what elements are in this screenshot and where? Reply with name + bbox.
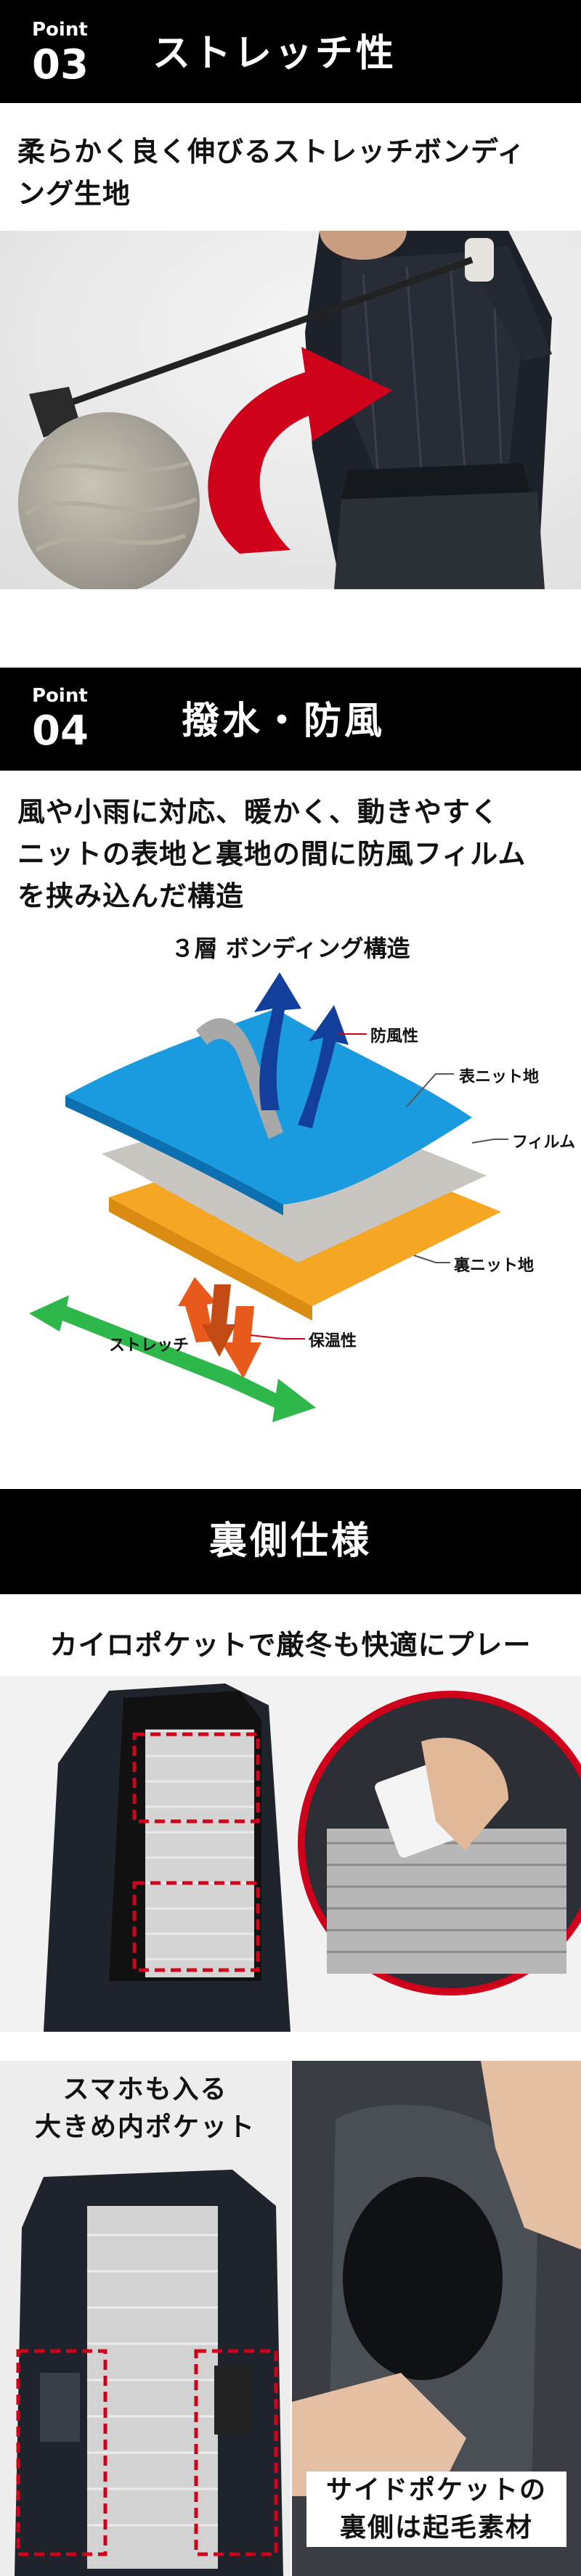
side-pocket-caption: サイドポケットの 裏側は起毛素材 [306, 2472, 566, 2547]
section04-desc-line3: を挟み込んだ構造 [17, 880, 245, 912]
golf-swing-illustration [0, 231, 581, 589]
jacket-inside-illustration [44, 1683, 581, 2032]
label-inner-knit: 裏ニット地 [454, 1257, 535, 1275]
jacket-inside-photo [0, 1676, 581, 2032]
point04-header: Point 04 撥水・防風 [0, 668, 581, 771]
point04-label: Point [32, 685, 88, 707]
point04-title: 撥水・防風 [182, 700, 386, 743]
bonding-layers-illustration [29, 972, 508, 1422]
inner-spec-description: カイロポケットで厳冬も快適にプレー [49, 1629, 532, 1661]
section03-description: 柔らかく良く伸びるストレッチボンディ ング生地 [17, 131, 525, 215]
bonding-diagram: 防風性 表ニット地 フィルム 裏ニット地 保温性 ストレッチ [0, 965, 581, 1429]
section03-desc-line2: ング生地 [17, 178, 131, 210]
label-windproof: 防風性 [370, 1027, 419, 1046]
point03-label: Point [32, 19, 88, 41]
side-pocket-caption-line1: サイドポケットの [325, 2475, 547, 2505]
section04-desc-line2: ニットの表地と裏地の間に防風フィルム [17, 838, 527, 870]
side-pocket-photo: サイドポケットの 裏側は起毛素材 [292, 2061, 581, 2576]
label-outer-knit: 表ニット地 [459, 1068, 540, 1086]
inner-pocket-illustration [15, 2170, 283, 2576]
inner-spec-header: 裏側仕様 [0, 1489, 581, 1594]
inner-spec-title: 裏側仕様 [208, 1519, 372, 1563]
phone-pocket-caption: スマホも入る 大きめ内ポケット [7, 2071, 283, 2146]
point03-header: Point 03 ストレッチ性 [0, 0, 581, 103]
side-pocket-caption-line2: 裏側は起毛素材 [339, 2513, 533, 2543]
label-stretch: ストレッチ [109, 1337, 190, 1355]
point03-number: 03 [32, 41, 89, 89]
point03-title: ストレッチ性 [153, 32, 397, 75]
golf-swing-photo [0, 231, 581, 589]
section04-description: 風や小雨に対応、暖かく、動きやすく ニットの表地と裏地の間に防風フィルム を挟み… [17, 791, 526, 917]
point04-number: 04 [32, 707, 89, 755]
section04-desc-line1: 風や小雨に対応、暖かく、動きやすく [17, 796, 500, 828]
phone-pocket-caption-line2: 大きめ内ポケット [34, 2112, 256, 2142]
label-film: フィルム [512, 1133, 576, 1152]
label-warmth: 保温性 [309, 1332, 357, 1350]
section03-desc-line1: 柔らかく良く伸びるストレッチボンディ [17, 136, 526, 168]
inner-pocket-photo: スマホも入る 大きめ内ポケット [0, 2061, 290, 2576]
phone-pocket-caption-line1: スマホも入る [62, 2075, 228, 2104]
diagram-title: ３層 ボンディング構造 [171, 935, 410, 962]
